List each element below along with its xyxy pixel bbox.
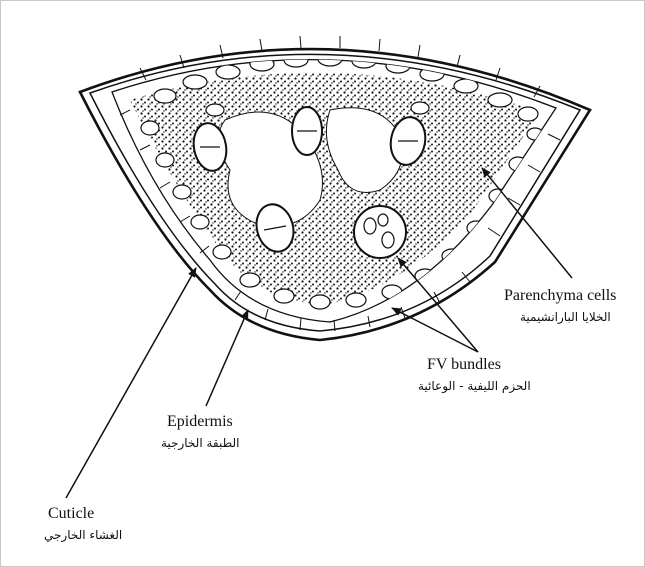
parenchyma-label-ar: الخلايا البارانشيمية: [520, 311, 611, 324]
fv-bundle-arrow-2: [392, 308, 478, 352]
cuticle-arrow: [66, 268, 196, 498]
epidermis-arrow: [206, 310, 248, 406]
epidermis-label: Epidermis: [167, 413, 233, 431]
cuticle-label-ar: الغشاء الخارجي: [44, 529, 122, 542]
parenchyma-label: Parenchyma cells: [504, 287, 616, 305]
epidermis-label-ar: الطبقة الخارجية: [161, 437, 239, 450]
fv-bundles-label: FV bundles: [427, 356, 501, 374]
fv-bundles-label-ar: الحزم الليفية - الوعائية: [418, 380, 531, 393]
cuticle-label: Cuticle: [48, 505, 94, 523]
